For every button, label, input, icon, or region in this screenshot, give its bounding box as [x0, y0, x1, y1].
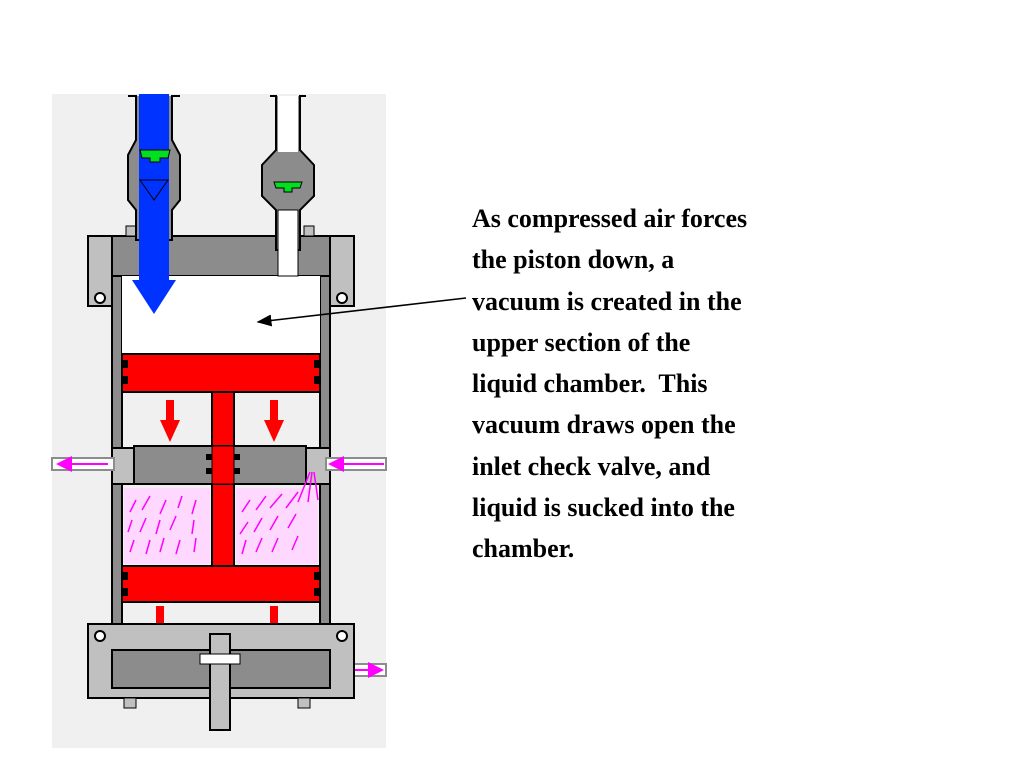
bolt-hole	[94, 292, 106, 304]
blue-air-flow-arrow-head	[132, 280, 176, 314]
caption-line: liquid chamber. This	[472, 369, 708, 399]
liquid-inlet-port-right	[325, 456, 387, 472]
bolt-hole	[94, 630, 106, 642]
green-valve-disc	[139, 149, 171, 163]
green-valve-disc	[273, 181, 303, 193]
caption-line: chamber.	[472, 534, 575, 564]
explanation-text: As compressed air forces the piston down…	[472, 198, 852, 570]
caption-line: liquid is sucked into the	[472, 493, 735, 523]
caption-line: As compressed air forces	[472, 204, 748, 233]
liquid-outlet-port-left	[51, 456, 115, 472]
caption-line: the piston down, a	[472, 245, 675, 275]
upper-piston-head	[121, 353, 321, 393]
air-outlet-valve	[261, 95, 315, 277]
air-inlet-valve	[127, 94, 181, 314]
callout-pointer	[256, 297, 467, 327]
bottom-cap	[87, 623, 355, 731]
bolt-hole	[336, 292, 348, 304]
lower-piston-head	[121, 565, 321, 603]
center-block	[111, 445, 331, 485]
caption-line: vacuum is created in the	[472, 286, 742, 316]
caption-line: upper section of the	[472, 327, 691, 357]
caption-line: inlet check valve, and	[472, 451, 711, 481]
caption-line: vacuum draws open the	[472, 410, 736, 440]
liquid-chamber	[124, 471, 319, 564]
tie-rod	[209, 633, 231, 731]
bolt-hole	[336, 630, 348, 642]
